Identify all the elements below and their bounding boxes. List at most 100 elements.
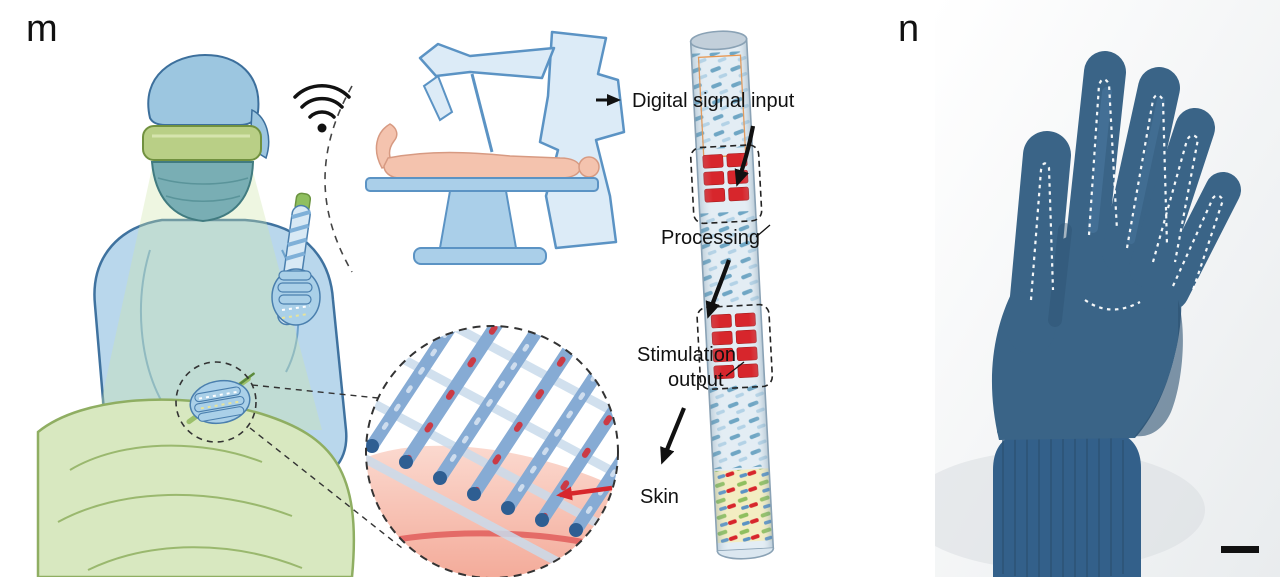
fiber-tip (501, 501, 515, 515)
label-skin: Skin (640, 486, 679, 508)
wifi-dot (317, 123, 327, 133)
stitched-circuit-lines (1029, 78, 1225, 311)
rod-stripe (291, 209, 312, 220)
label-processing: Processing (661, 227, 760, 249)
skin-arrow (556, 485, 613, 501)
wifi-icon (293, 83, 351, 133)
fiber-tip (535, 513, 549, 527)
glove-ring-finger (1129, 108, 1215, 288)
glove-finger (194, 395, 245, 413)
surgical-robot-scene (324, 30, 626, 273)
panel-m-illustration: Digital signal input Processing Stimulat… (36, 30, 795, 577)
cuff-rib-lines (1002, 434, 1124, 577)
panel-n-label: n (898, 8, 920, 50)
fiber-tip (399, 455, 413, 469)
rod-stripe (287, 237, 308, 247)
scalpel-blade (236, 372, 255, 387)
surgical-cap (147, 53, 260, 126)
table-column (438, 190, 518, 249)
thumb-stitch (1029, 162, 1055, 301)
patient-body (383, 151, 581, 179)
robot-main-column (538, 30, 626, 250)
flow-annotations: Digital signal input Processing Stimulat… (596, 90, 795, 508)
stimulation-leader (725, 361, 745, 377)
limb-contour (87, 546, 303, 571)
mask-fold-line-2 (165, 195, 241, 202)
fiber-tips (366, 439, 583, 537)
patient-on-table (375, 123, 600, 179)
skin-surface (366, 445, 618, 577)
surgeon-head (142, 53, 270, 223)
glove-middle-finger (1102, 67, 1180, 273)
fiber-signal (471, 326, 618, 497)
surgeon-left-glove (186, 372, 255, 425)
fiber-tip (433, 471, 447, 485)
label-stimulation-line2: output (668, 369, 724, 391)
flow-arrow-2 (705, 259, 731, 319)
pinky-stitch (1171, 194, 1225, 291)
rod-stripe (285, 251, 306, 261)
fiber-stitch (437, 326, 618, 481)
fiber-bottom-cap (716, 548, 775, 560)
wifi-arc-2 (300, 96, 344, 109)
glove-stitches (281, 305, 311, 311)
surgeon-view-cone (95, 168, 322, 430)
glove-finger (278, 270, 312, 281)
magnifier-callout (175, 361, 403, 549)
fiber (366, 326, 555, 453)
wifi-arc-3 (293, 83, 351, 99)
glove-stitches (200, 400, 243, 410)
stimulation-dashed-box (696, 303, 774, 391)
processing-dashed-box (689, 144, 763, 225)
panel-n-photo (935, 0, 1280, 577)
processing-leader (755, 224, 771, 238)
knitted-glove (991, 51, 1241, 577)
glove-finger (197, 406, 245, 422)
robot-top-arm (418, 42, 556, 80)
label-stimulation-line1: Stimulation (637, 344, 736, 366)
limb-contour (57, 494, 293, 523)
fiber-device (689, 30, 775, 560)
fiber-signal (403, 326, 585, 465)
operating-table (365, 177, 599, 265)
palm-shadow (1135, 300, 1183, 437)
fiber-top-cap (689, 30, 748, 51)
robot-instrument (470, 73, 494, 153)
glove-finger (278, 294, 312, 305)
glove-cuff (993, 432, 1141, 577)
surgical-mask (150, 161, 255, 223)
fiber-tip (366, 439, 379, 453)
flow-arrow-3 (660, 407, 686, 465)
fiber (569, 326, 618, 537)
scale-bar (1221, 546, 1259, 553)
glove-stitches (281, 313, 309, 319)
patient-head (578, 156, 600, 178)
surgeon-arm-crease-left (139, 249, 163, 403)
limb-shape (36, 398, 356, 577)
middle-highlight (1127, 96, 1165, 244)
label-digital-signal-input: Digital signal input (632, 90, 795, 112)
mask-fold-line-1 (157, 177, 249, 185)
table-base (413, 247, 547, 265)
fiber-shading (690, 38, 774, 552)
limb-contour (69, 444, 263, 471)
surgeon-right-glove (271, 268, 321, 326)
flow-arrow-1 (734, 125, 756, 187)
index-highlight (1088, 87, 1112, 233)
panel-m-label: m (26, 8, 58, 50)
safety-goggles (142, 125, 262, 161)
patient-legs (375, 123, 398, 169)
fiber-tip (467, 487, 481, 501)
glove-finger (277, 282, 313, 293)
magnifier-source-circle (175, 361, 257, 443)
rod-stripe (289, 223, 310, 233)
robot-support-arm (422, 74, 454, 122)
fiber-tip (569, 523, 583, 537)
patient-limb (36, 398, 356, 577)
fiber (535, 326, 618, 527)
wifi-arc-1 (308, 110, 336, 119)
inset-dashed-outline (365, 325, 619, 577)
glove-pinky-finger (1153, 172, 1241, 310)
table-top (365, 177, 599, 192)
